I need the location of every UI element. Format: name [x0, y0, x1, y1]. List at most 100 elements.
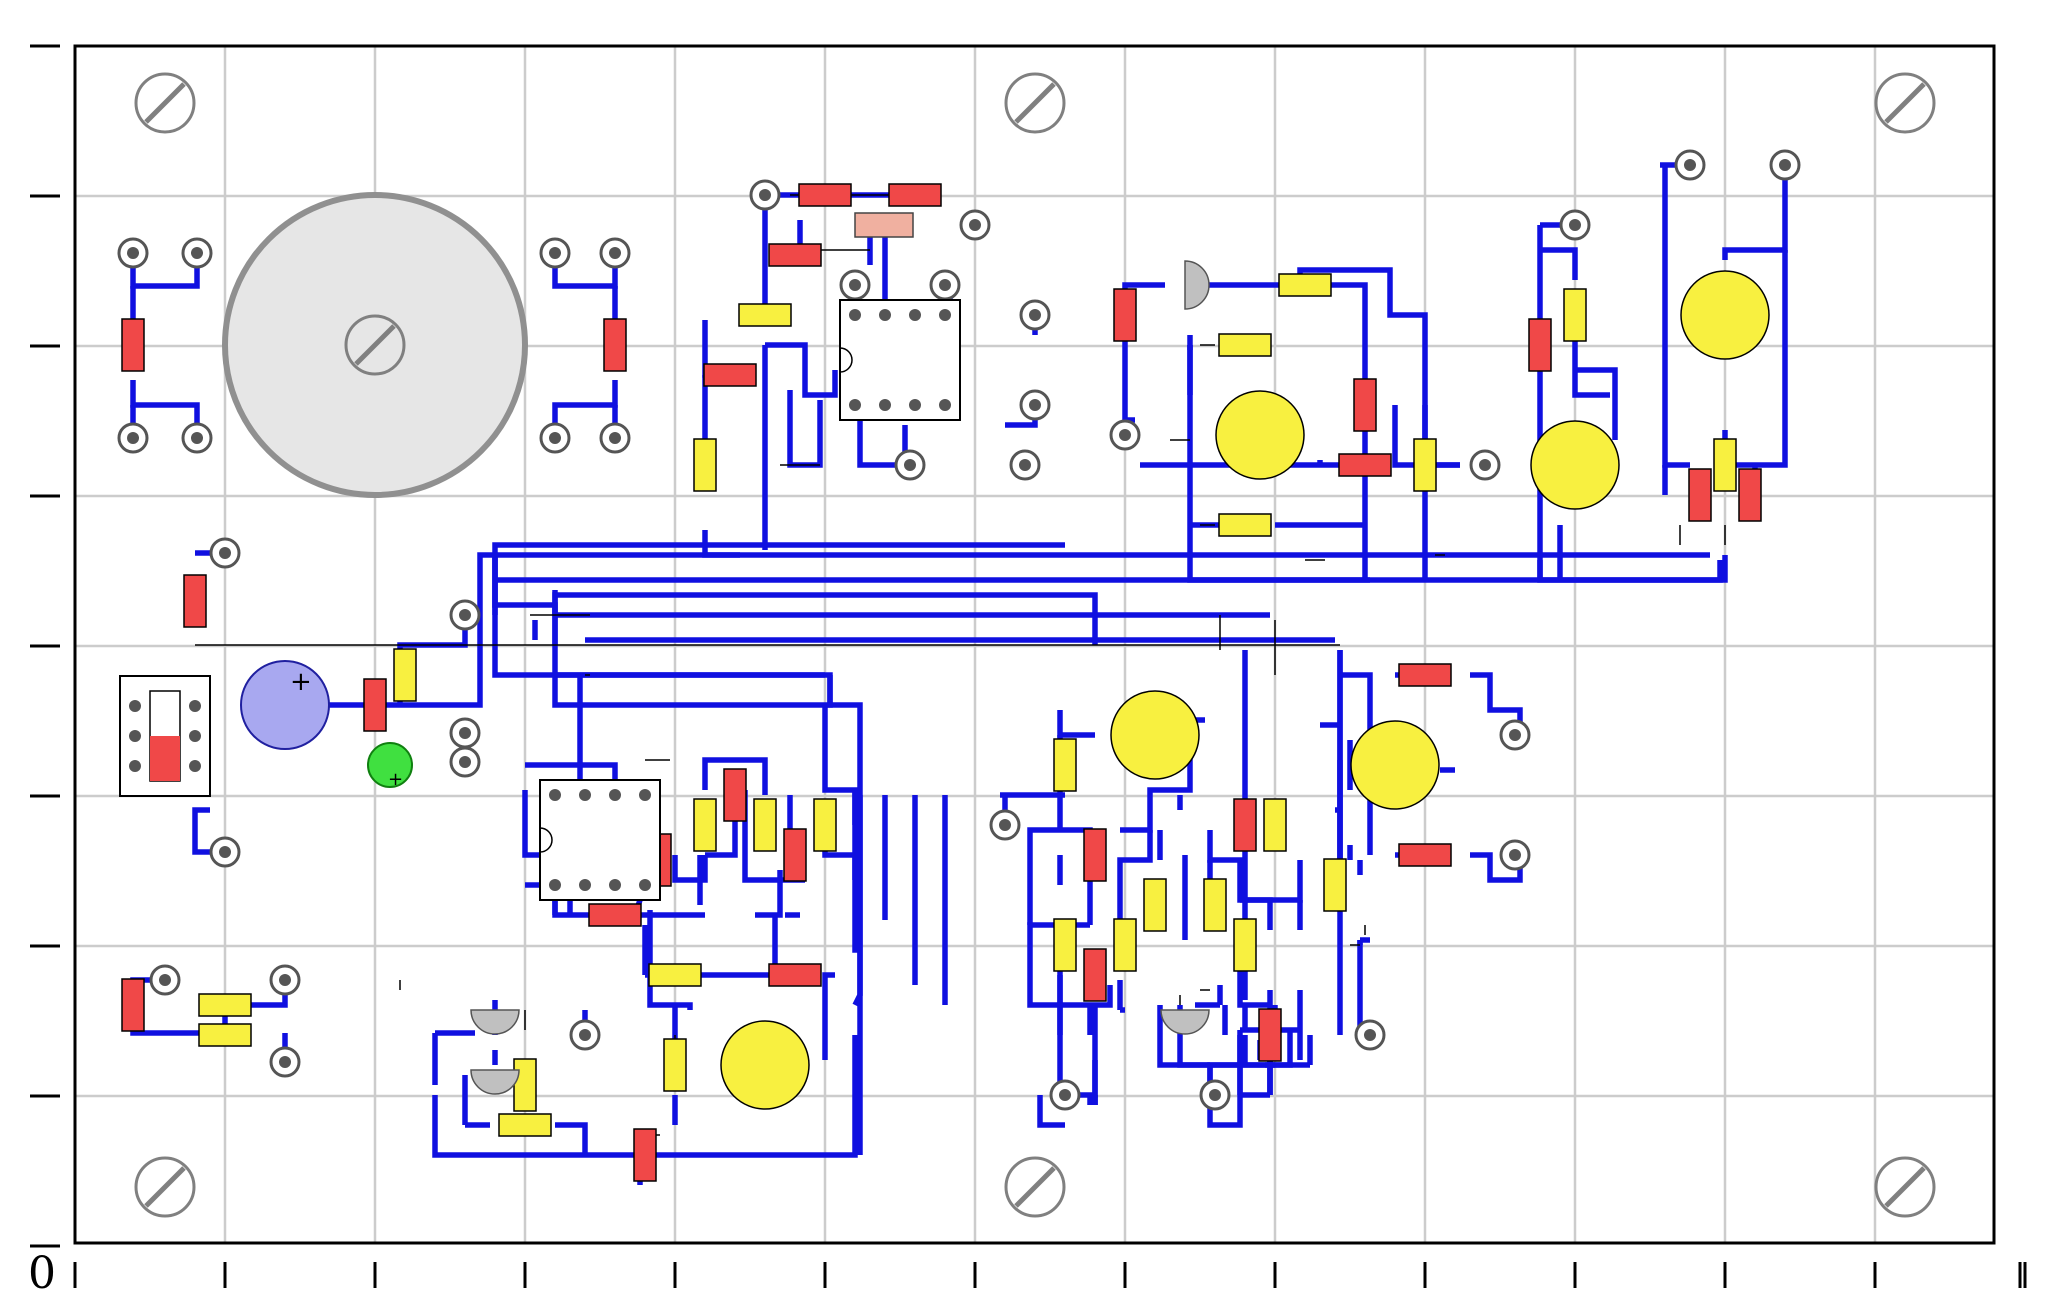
solder-pad	[449, 717, 481, 749]
solder-pad	[1019, 389, 1051, 421]
switch-actuator	[150, 736, 180, 781]
pad-hole	[999, 819, 1011, 831]
red-resistor	[1738, 468, 1762, 522]
ic-pin	[549, 789, 561, 801]
pad-hole	[1479, 459, 1491, 471]
red-resistor	[1398, 663, 1452, 687]
copper-trace	[130, 380, 200, 438]
screw-head	[1874, 72, 1936, 134]
solder-pad	[1009, 449, 1041, 481]
copper-trace	[1037, 1095, 1065, 1128]
screw-head	[1874, 1156, 1936, 1218]
yellow-resistor	[813, 798, 837, 852]
solder-pad	[749, 179, 781, 211]
switch-pin	[189, 730, 201, 742]
solder-pad	[449, 746, 481, 778]
pad-hole	[549, 432, 561, 444]
ic-pin	[609, 789, 621, 801]
copper-trace	[1117, 830, 1153, 945]
grid	[75, 46, 1994, 1243]
solder-pad	[989, 809, 1021, 841]
solder-pad	[1674, 149, 1706, 181]
copper-trace	[1157, 1005, 1210, 1068]
inductor	[854, 212, 914, 238]
parts: ++	[119, 183, 1770, 1182]
solder-pad	[449, 599, 481, 631]
yellow-resistor	[513, 1058, 537, 1112]
pad-hole	[279, 974, 291, 986]
copper-trace	[1470, 852, 1523, 883]
solder-pad	[1499, 719, 1531, 751]
solder-pad	[269, 964, 301, 996]
yellow-resistor	[1143, 878, 1167, 932]
solder-pad	[1049, 1079, 1081, 1111]
transistor-to5	[1215, 390, 1305, 480]
yellow-resistor	[663, 1038, 687, 1092]
mount-screw-icon	[134, 72, 196, 134]
solder-pad	[599, 237, 631, 269]
pad-hole	[219, 846, 231, 858]
led-green-icon: +	[367, 742, 413, 790]
red-resistor	[121, 978, 145, 1032]
red-resistor	[768, 243, 822, 267]
yellow-resistor	[1413, 438, 1437, 492]
copper-trace	[1207, 830, 1273, 930]
copper-trace	[1572, 340, 1610, 398]
copper-trace	[1207, 1095, 1243, 1128]
red-resistor	[603, 318, 627, 372]
red-resistor	[1528, 318, 1552, 372]
pad-hole	[1019, 459, 1031, 471]
switch-pin	[129, 700, 141, 712]
pad-hole	[219, 547, 231, 559]
mount-screws	[134, 72, 1936, 1218]
pad-hole	[1684, 159, 1696, 171]
ic-notch	[839, 347, 853, 373]
yellow-resistor	[1053, 918, 1077, 972]
pad-hole	[459, 609, 471, 621]
ic-pin	[879, 309, 891, 321]
red-resistor	[1353, 378, 1377, 432]
pad-hole	[549, 247, 561, 259]
yellow-resistor	[693, 438, 717, 492]
solder-pad	[1469, 449, 1501, 481]
switch-pin	[129, 760, 141, 772]
pot-slot	[354, 324, 396, 366]
solder-pad	[181, 422, 213, 454]
pad-hole	[127, 432, 139, 444]
ic-pin	[849, 309, 861, 321]
screw-head	[1004, 72, 1066, 134]
yellow-resistor	[1218, 333, 1272, 357]
transistor-to92	[1184, 260, 1210, 310]
ic-pin	[939, 309, 951, 321]
mount-screw-icon	[1874, 72, 1936, 134]
screw-slot	[1884, 1166, 1926, 1208]
red-resistor	[723, 768, 747, 822]
pad-hole	[1209, 1089, 1221, 1101]
pad-hole	[609, 247, 621, 259]
copper-trace	[1725, 250, 1788, 468]
screw-slot	[144, 82, 186, 124]
board-outline	[73, 44, 1996, 1245]
ic-dip8-top	[839, 299, 961, 421]
pad-hole	[1569, 219, 1581, 231]
ic-body	[539, 779, 661, 901]
pad-hole	[279, 1056, 291, 1068]
solder-pad	[209, 836, 241, 868]
pad-hole	[159, 974, 171, 986]
red-resistor	[1398, 843, 1452, 867]
yellow-resistor	[198, 1023, 252, 1047]
axis	[30, 44, 2027, 1288]
mount-screw-icon	[134, 1156, 196, 1218]
screw-head	[134, 72, 196, 134]
yellow-resistor	[738, 303, 792, 327]
screw-slot	[1014, 1166, 1056, 1208]
ic-pin	[639, 789, 651, 801]
red-resistor	[121, 318, 145, 372]
red-resistor	[1113, 288, 1137, 342]
pad-hole	[1364, 1029, 1376, 1041]
yellow-resistor	[1233, 918, 1257, 972]
red-resistor	[703, 363, 757, 387]
solder-pad	[1499, 839, 1531, 871]
copper-trace	[647, 910, 693, 1010]
pad-hole	[849, 279, 861, 291]
